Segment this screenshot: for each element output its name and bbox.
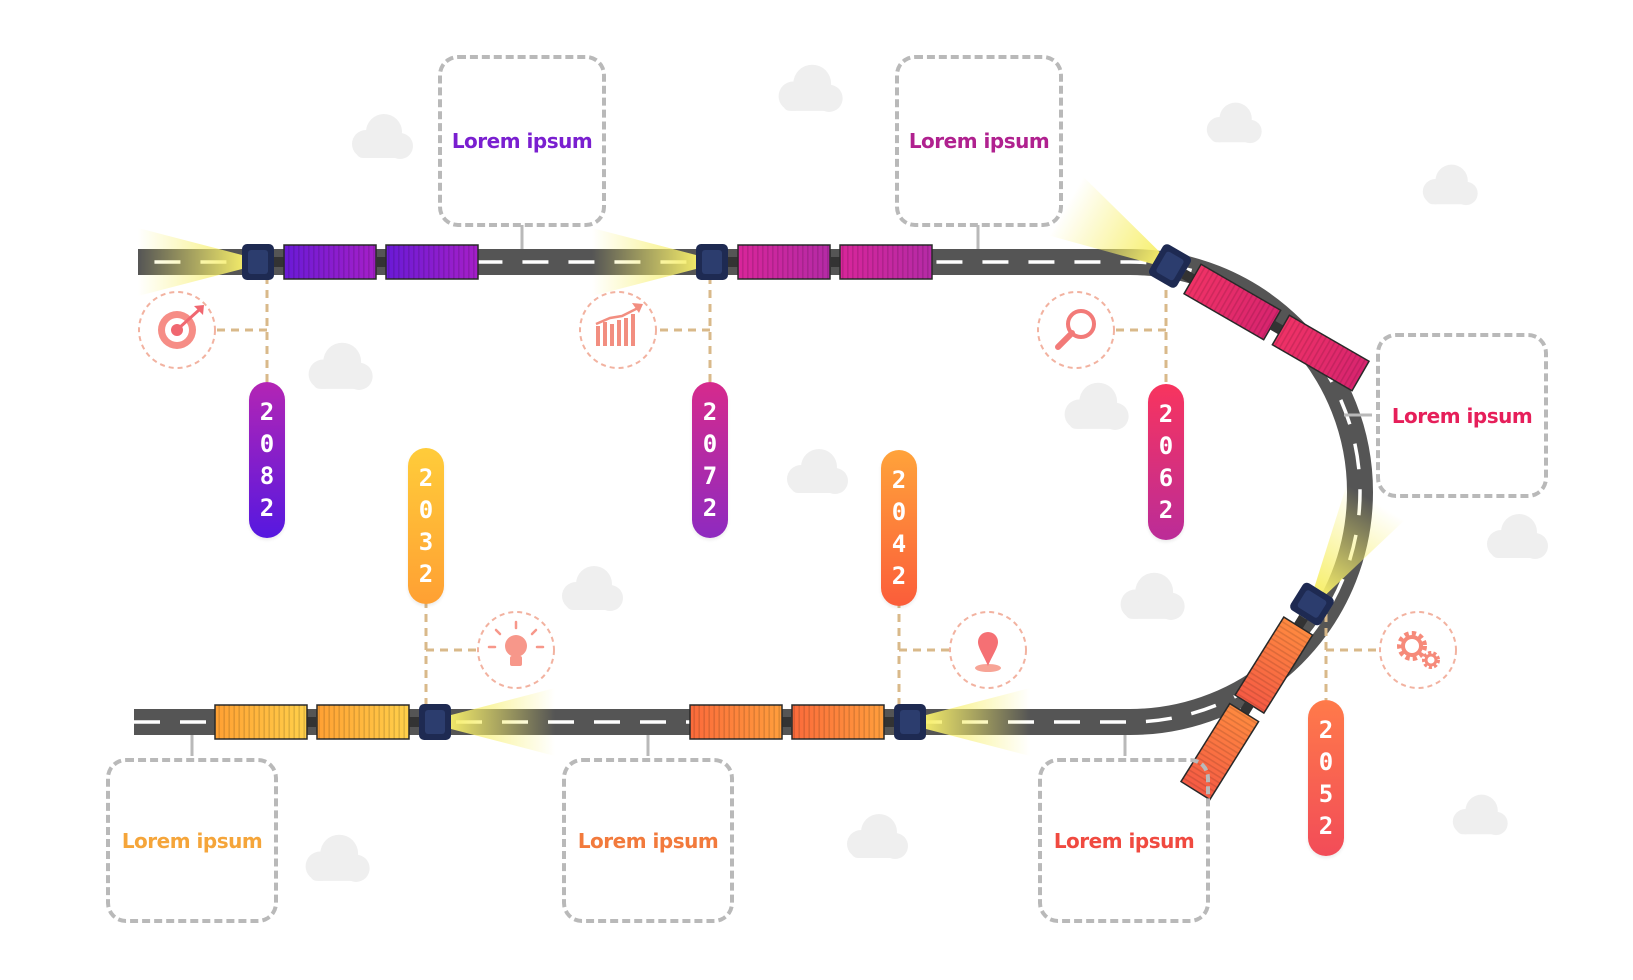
box-label: Lorem ipsum xyxy=(908,129,1050,153)
headlight-beam xyxy=(138,228,242,296)
milestone-icons xyxy=(138,291,1457,689)
map-pin-icon xyxy=(949,611,1027,689)
year-pill-2042: 2 0 4 2 xyxy=(881,450,917,606)
train-top-left xyxy=(138,228,479,296)
text-box-bottom-right: Lorem ipsum xyxy=(1038,758,1210,923)
year-pill-2032: 2 0 3 2 xyxy=(408,448,444,604)
cloud xyxy=(308,342,373,390)
train-bottom-middle xyxy=(689,688,1030,756)
year-digit: 0 xyxy=(1318,748,1334,776)
cloud xyxy=(1487,514,1548,559)
headlight-beam xyxy=(1049,176,1160,265)
train-bottom-left xyxy=(214,688,555,756)
year-pill-2062: 2 0 6 2 xyxy=(1148,384,1184,540)
cloud xyxy=(847,814,908,859)
text-box-bottom-middle: Lorem ipsum xyxy=(562,758,734,923)
cloud xyxy=(1422,164,1478,206)
text-box-right: Lorem ipsum xyxy=(1376,333,1548,498)
box-label: Lorem ipsum xyxy=(451,129,593,153)
year-pill-2052: 2 0 5 2 xyxy=(1308,700,1344,856)
headlight-beam xyxy=(451,688,555,756)
year-digit: 0 xyxy=(1158,432,1174,460)
train-curve-bottom xyxy=(1179,484,1405,801)
year-digit: 7 xyxy=(702,462,718,490)
milestone-connectors xyxy=(215,276,1380,708)
year-digit: 5 xyxy=(1318,780,1334,808)
year-digit: 2 xyxy=(418,560,434,588)
year-digit: 2 xyxy=(1158,496,1174,524)
cloud xyxy=(787,449,848,494)
trains xyxy=(138,176,1405,801)
year-digit: 2 xyxy=(702,398,718,426)
year-digit: 6 xyxy=(1158,464,1174,492)
box-label: Lorem ipsum xyxy=(121,828,263,853)
cloud xyxy=(1206,102,1262,144)
year-digit: 2 xyxy=(259,398,275,426)
cloud xyxy=(562,566,623,611)
headlight-beam xyxy=(926,688,1030,756)
year-digit: 8 xyxy=(259,462,275,490)
target-icon xyxy=(138,291,216,369)
headlight-beam xyxy=(1314,484,1405,595)
year-pill-2072: 2 0 7 2 xyxy=(692,382,728,538)
year-digit: 0 xyxy=(891,498,907,526)
year-digit: 2 xyxy=(891,466,907,494)
text-box-top-left: Lorem ipsum xyxy=(438,55,606,227)
year-digit: 3 xyxy=(418,528,434,556)
box-label: Lorem ipsum xyxy=(577,828,719,853)
year-digit: 2 xyxy=(1158,400,1174,428)
cloud xyxy=(1120,572,1185,620)
bar-chart-icon xyxy=(579,291,657,369)
text-box-top-right: Lorem ipsum xyxy=(895,55,1063,227)
cloud xyxy=(1064,382,1129,430)
year-digit: 2 xyxy=(1318,812,1334,840)
year-digit: 2 xyxy=(418,464,434,492)
box-label: Lorem ipsum xyxy=(1053,828,1195,853)
cloud xyxy=(1452,794,1508,836)
headlight-beam xyxy=(592,228,696,296)
cloud xyxy=(778,64,843,112)
year-digit: 0 xyxy=(418,496,434,524)
year-digit: 2 xyxy=(259,494,275,522)
cloud xyxy=(305,834,370,882)
gears-icon xyxy=(1379,611,1457,689)
year-digit: 2 xyxy=(891,562,907,590)
magnifier-icon xyxy=(1037,291,1115,369)
year-digit: 2 xyxy=(1318,716,1334,744)
train-curve-top xyxy=(1049,176,1371,392)
year-digit: 4 xyxy=(891,530,907,558)
cloud-decorations xyxy=(305,64,1548,882)
year-digit: 0 xyxy=(259,430,275,458)
year-pill-2082: 2 0 8 2 xyxy=(249,382,285,538)
year-digit: 0 xyxy=(702,430,718,458)
box-connectors xyxy=(190,225,1372,756)
lightbulb-icon xyxy=(477,611,555,689)
text-box-bottom-left: Lorem ipsum xyxy=(106,758,278,923)
cloud xyxy=(352,114,413,159)
box-label: Lorem ipsum xyxy=(1391,403,1533,428)
year-digit: 2 xyxy=(702,494,718,522)
train-top-middle xyxy=(592,228,933,296)
